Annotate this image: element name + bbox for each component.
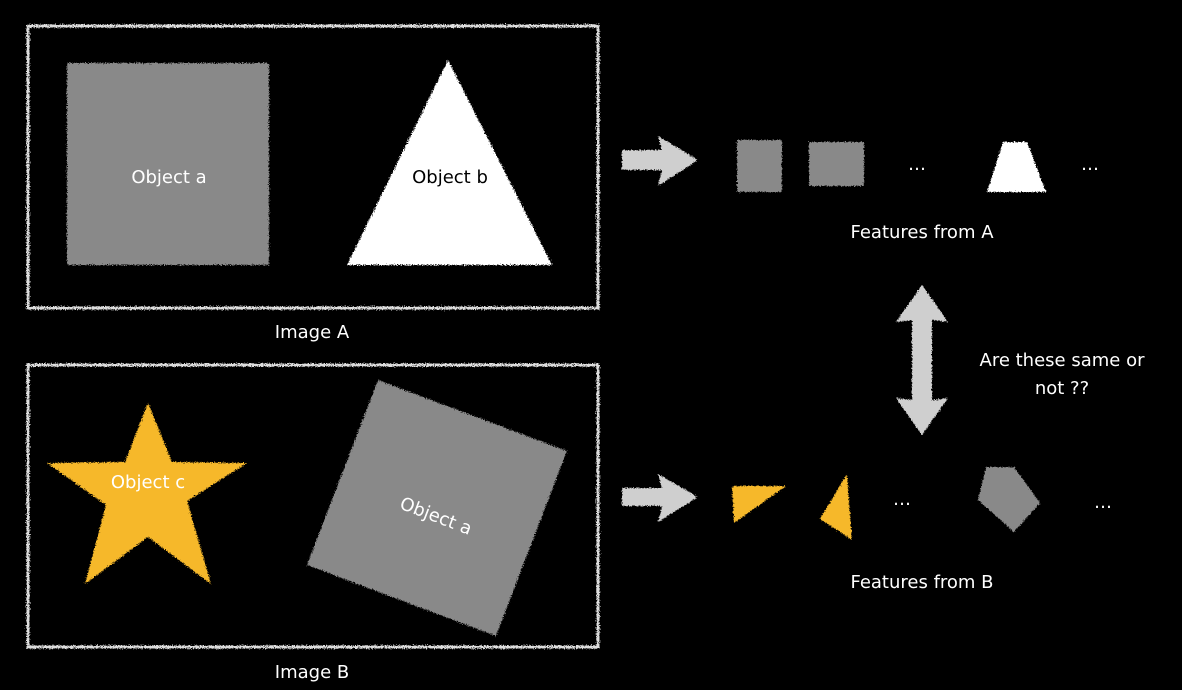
features-b-label: Features from B bbox=[850, 572, 993, 593]
features-b-ellipsis-2: … bbox=[1094, 492, 1112, 513]
feature-a-square-patch-1 bbox=[737, 140, 782, 192]
image-a-object-b-triangle bbox=[347, 60, 552, 265]
image-b-panel: Object c Object a Image B bbox=[26, 363, 600, 683]
features-b-ellipsis-1: … bbox=[893, 489, 911, 510]
image-b-object-a-rotated-square bbox=[307, 380, 567, 636]
double-vertical-arrow-icon bbox=[896, 285, 948, 435]
image-a-object-a-square bbox=[67, 63, 269, 265]
features-a-ellipsis-2: … bbox=[1081, 154, 1099, 175]
feature-b-rotated-square-patch bbox=[978, 467, 1040, 532]
feature-a-triangle-patch bbox=[987, 142, 1046, 192]
image-b-object-c-star bbox=[47, 403, 247, 584]
image-a-object-a-label: Object a bbox=[131, 167, 206, 188]
features-a-ellipsis-1: … bbox=[908, 154, 926, 175]
image-a-label: Image A bbox=[275, 322, 350, 343]
image-b-frame bbox=[26, 363, 600, 649]
question-line-2: not ?? bbox=[1035, 378, 1089, 399]
features-a-label: Features from A bbox=[850, 222, 994, 243]
image-b-label: Image B bbox=[275, 662, 349, 683]
image-a-panel: Object a Object b Image A bbox=[26, 24, 600, 343]
feature-b-star-tip-patch-1 bbox=[732, 486, 786, 523]
right-arrow-icon bbox=[622, 474, 698, 522]
features-a-row: … … Features from A bbox=[737, 140, 1099, 243]
image-a-object-b-label: Object b bbox=[412, 167, 488, 188]
right-arrow-icon bbox=[622, 136, 698, 186]
feature-a-square-patch-2 bbox=[809, 142, 864, 186]
features-b-row: … … Features from B bbox=[732, 467, 1112, 593]
feature-b-star-tip-patch-2 bbox=[820, 474, 852, 540]
image-a-frame bbox=[26, 24, 600, 310]
question-line-1: Are these same or bbox=[980, 350, 1146, 371]
image-b-object-c-label: Object c bbox=[111, 472, 185, 493]
